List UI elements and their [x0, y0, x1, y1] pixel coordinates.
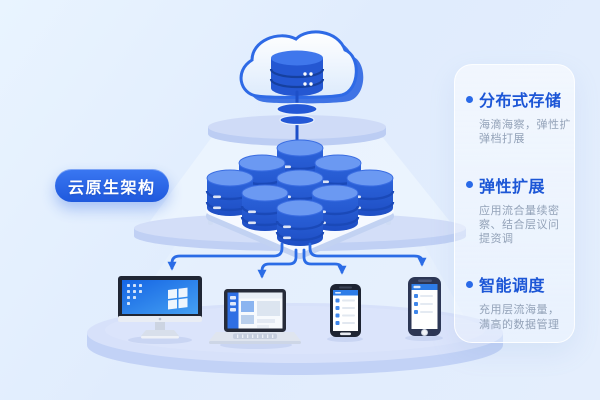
bullet-icon — [466, 280, 473, 288]
feature-panel: 分布式存储 海滴海察，弹性扩 弹档打展 弹性扩展 应用流合量续密 察、结合层议问… — [454, 64, 575, 343]
cluster-to-laptop-arrow — [257, 248, 298, 279]
window-logo-icon — [168, 287, 188, 310]
feature-item-distributed-storage: 分布式存储 海滴海察，弹性扩 弹档打展 — [466, 87, 574, 147]
shadow — [327, 336, 363, 342]
title-badge-label: 云原生架构 — [68, 179, 156, 197]
feature-description: 海滴海察，弹性扩 弹档打展 — [479, 119, 571, 146]
cluster-to-phone2-arrow — [308, 242, 427, 267]
feature-heading: 智能调度 — [479, 278, 546, 296]
database-icon — [275, 198, 325, 248]
title-badge: 云原生架构 — [55, 169, 169, 202]
desktop-icon — [118, 276, 202, 339]
cloud-database-icon — [239, 30, 364, 164]
bullet-icon — [466, 181, 473, 189]
cluster-to-phone-arrow — [302, 248, 347, 275]
smartphone-icon — [408, 277, 441, 336]
bullet-icon — [466, 95, 473, 103]
smartphone-icon — [330, 284, 361, 337]
feature-heading: 分布式存储 — [479, 93, 562, 110]
feature-heading: 弹性扩展 — [479, 178, 546, 196]
shadow — [405, 335, 443, 341]
database-in-cloud-icon — [269, 50, 325, 96]
cluster-to-desktop-arrow — [167, 242, 284, 271]
feature-description: 应用流合量续密 察、结合层议问 提资调 — [479, 204, 560, 246]
laptop-icon — [209, 289, 301, 344]
feature-description: 充用层流海量， 满高的数据管理 — [479, 304, 560, 331]
feature-item-smart-scheduling: 智能调度 充用层流海量， 满高的数据管理 — [466, 272, 574, 332]
feature-item-elastic-scaling: 弹性扩展 应用流合量续密 察、结合层议问 提资调 — [466, 173, 574, 247]
